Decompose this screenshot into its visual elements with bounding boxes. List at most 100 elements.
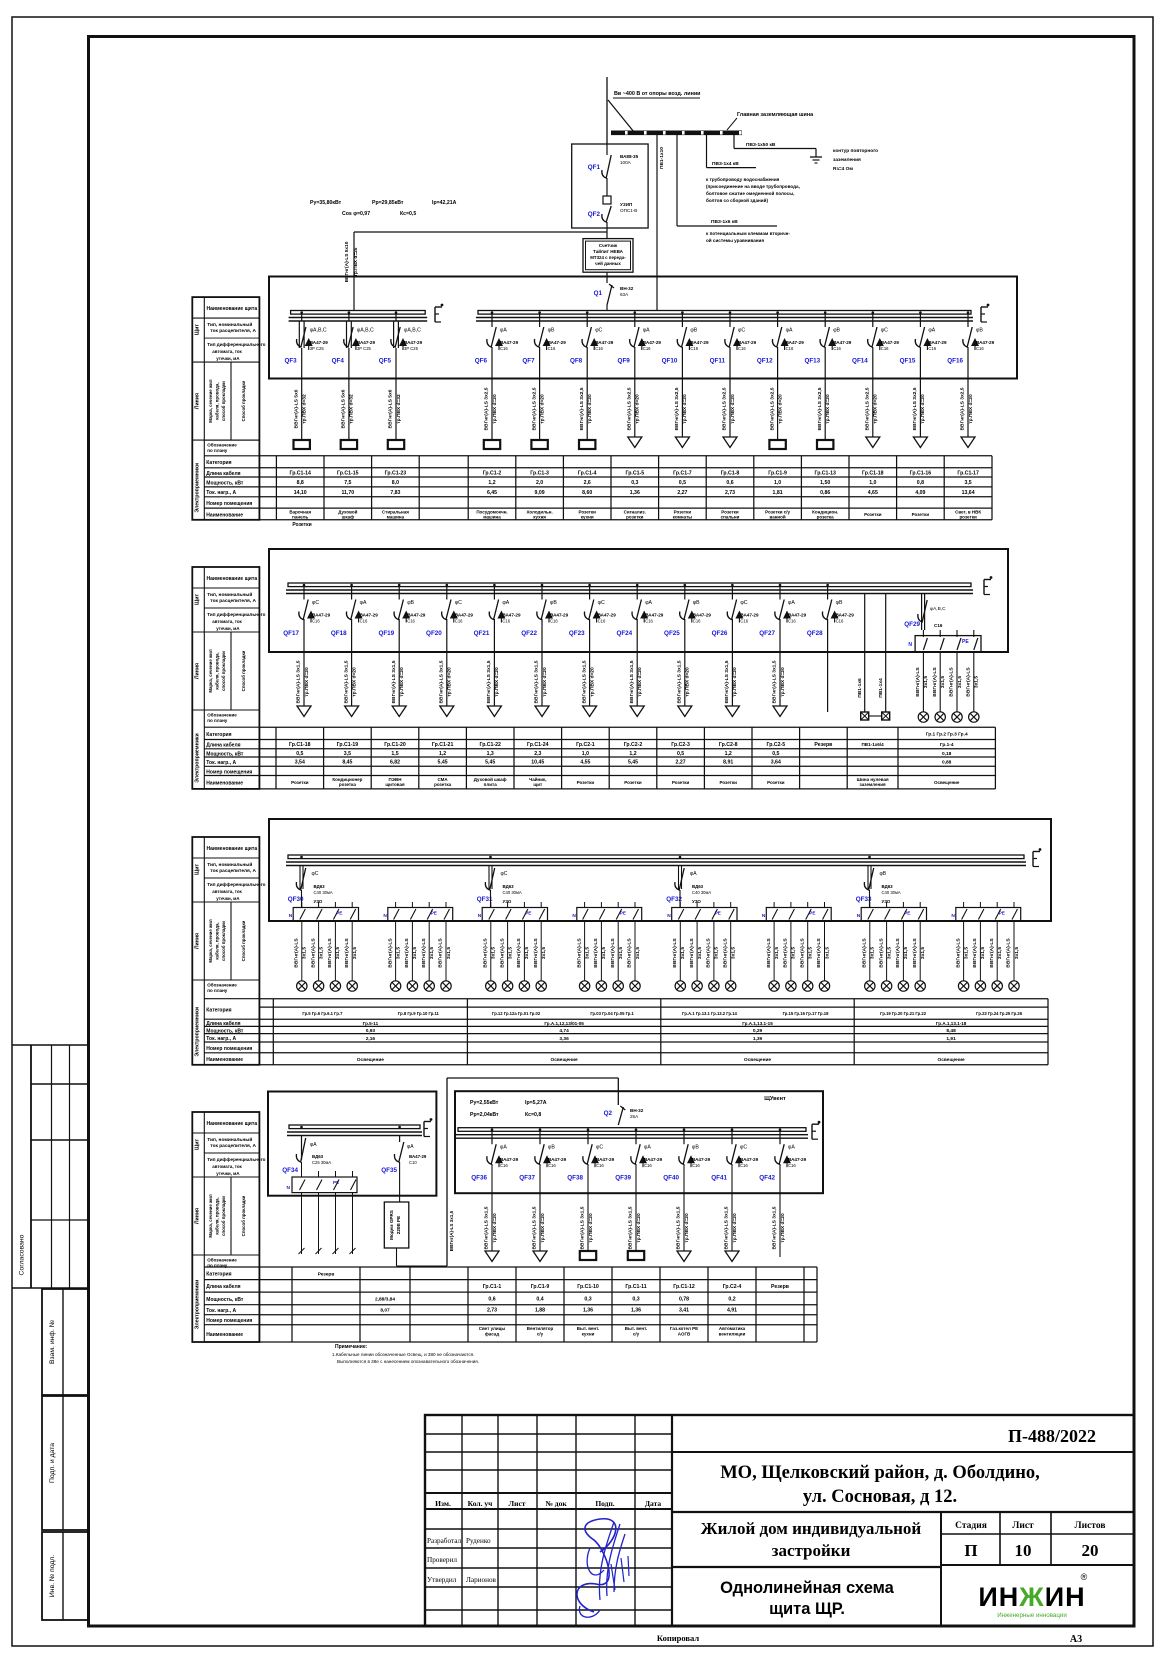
svg-text:Номер помещения: Номер помещения	[206, 1318, 252, 1324]
svg-text:Посудомоечн.: Посудомоечн.	[476, 509, 507, 514]
svg-text:Розетки: Розетки	[292, 522, 311, 528]
svg-text:с/у: с/у	[537, 1331, 544, 1336]
svg-text:ВА47-29: ВА47-29	[548, 1157, 567, 1162]
svg-text:Гр.А.1 Гр.13.1 Гр.13.2 Гр.14: Гр.А.1 Гр.13.1 Гр.13.2 Гр.14	[682, 1011, 737, 1016]
svg-text:РЕ: РЕ	[620, 911, 626, 916]
svg-text:3х1,5: 3х1,5	[491, 947, 497, 960]
svg-text:ВВГнг(А)-LS 3х2,5: ВВГнг(А)-LS 3х2,5	[722, 387, 728, 430]
svg-text:3,5: 3,5	[964, 480, 971, 486]
svg-text:φС: φС	[501, 871, 508, 877]
svg-text:QF18: QF18	[331, 630, 347, 637]
svg-text:С25 30мА: С25 30мА	[312, 1160, 331, 1165]
svg-text:тр.ПВХ d=20: тр.ПВХ d=20	[588, 1213, 594, 1243]
svg-text:болтовое сжатие омедненной пол: болтовое сжатие омедненной полосы,	[706, 190, 794, 196]
svg-text:П: П	[964, 1541, 977, 1560]
svg-text:0,5: 0,5	[679, 480, 686, 486]
svg-text:φА: φА	[645, 600, 652, 606]
svg-text:φВ: φВ	[548, 328, 555, 334]
svg-text:ПВ1-1х4: ПВ1-1х4	[878, 678, 884, 698]
svg-text:тр.ПВХ d=20: тр.ПВХ d=20	[732, 667, 738, 697]
svg-text:ВВГнг(А)-LS 3х1,5: ВВГнг(А)-LS 3х1,5	[724, 660, 730, 703]
svg-text:тр.ПВХ d=20: тр.ПВХ d=20	[968, 394, 974, 424]
svg-text:кабеля, провода,: кабеля, провода,	[215, 382, 220, 419]
svg-text:3х1,5: 3х1,5	[774, 947, 780, 960]
svg-text:щита ЩР.: щита ЩР.	[769, 1600, 845, 1618]
svg-text:φС: φС	[738, 328, 745, 334]
svg-text:QF26: QF26	[712, 630, 728, 637]
svg-text:Номер помещения: Номер помещения	[206, 501, 252, 507]
svg-text:0,3: 0,3	[584, 1296, 591, 1302]
svg-text:Категория: Категория	[206, 1272, 231, 1278]
svg-text:QF36: QF36	[471, 1175, 487, 1182]
svg-text:ВВГнг(А)-LS 3х2,5: ВВГнг(А)-LS 3х2,5	[627, 387, 633, 430]
svg-text:С40 30мА: С40 30мА	[314, 890, 333, 895]
svg-text:Стиральная: Стиральная	[382, 509, 409, 514]
svg-text:QF24: QF24	[616, 630, 632, 637]
svg-text:утечки, мА: утечки, мА	[216, 1171, 240, 1176]
svg-text:Согласовано: Согласовано	[19, 1234, 26, 1275]
svg-text:QF37: QF37	[519, 1175, 535, 1182]
svg-text:ВВГнг(А)-LS 3х1,5: ВВГнг(А)-LS 3х1,5	[629, 660, 635, 703]
svg-text:4,65: 4,65	[868, 490, 878, 496]
svg-text:3Р С25: 3Р С25	[357, 346, 372, 351]
svg-text:Cos φ=0,97: Cos φ=0,97	[342, 211, 370, 217]
svg-text:ВВГнг(А)-LS: ВВГнг(А)-LS	[895, 938, 901, 968]
svg-text:3х1,5: 3х1,5	[446, 947, 452, 960]
svg-text:φА,В,С: φА,В,С	[930, 606, 946, 612]
svg-text:ВВГнг(А)-LS 3х1,5: ВВГнг(А)-LS 3х1,5	[628, 1206, 634, 1249]
svg-text:Марка, сечение жил: Марка, сечение жил	[208, 379, 213, 423]
svg-text:Гр.С2-4: Гр.С2-4	[723, 1284, 742, 1290]
svg-text:3Р С25: 3Р С25	[404, 346, 419, 351]
svg-text:Длина кабеля: Длина кабеля	[206, 742, 240, 749]
svg-text:Электроприемники: Электроприемники	[195, 463, 201, 512]
svg-text:Гр.С1-11: Гр.С1-11	[625, 1284, 646, 1290]
svg-text:способ прокладки: способ прокладки	[221, 921, 226, 961]
svg-text:тр.ПВХ d=20: тр.ПВХ d=20	[399, 667, 405, 697]
svg-text:3х1,5: 3х1,5	[680, 947, 686, 960]
svg-text:QF23: QF23	[569, 630, 585, 637]
svg-text:ВВГнг(А)-LS: ВВГнг(А)-LS	[955, 938, 961, 968]
svg-text:2,73: 2,73	[487, 1308, 497, 1314]
svg-text:ВА47-29: ВА47-29	[500, 1157, 519, 1162]
svg-text:(присоединение на вводе трубоп: (присоединение на вводе трубопровода,	[706, 183, 800, 189]
svg-text:0,5: 0,5	[296, 751, 303, 757]
svg-text:ВВГнг(А)-LS: ВВГнг(А)-LS	[387, 938, 393, 968]
svg-text:3х1,5: 3х1,5	[957, 676, 963, 689]
svg-text:0,6: 0,6	[488, 1296, 495, 1302]
svg-text:УЗО: УЗО	[882, 899, 891, 904]
svg-text:С16: С16	[455, 619, 463, 624]
svg-text:Гр.12 Гр.12а Гр.01 Гр.02: Гр.12 Гр.12а Гр.01 Гр.02	[492, 1011, 541, 1016]
svg-text:φА: φА	[788, 1145, 795, 1151]
svg-text:Q2: Q2	[604, 1110, 613, 1117]
svg-text:φВ: φВ	[692, 1145, 699, 1151]
svg-text:φА: φА	[786, 328, 793, 334]
svg-text:Гр.С2-2: Гр.С2-2	[624, 742, 643, 748]
svg-text:кабеля, провода,: кабеля, провода,	[215, 652, 220, 689]
svg-text:Обозначение: Обозначение	[207, 442, 237, 448]
svg-text:3х1,5: 3х1,5	[903, 947, 909, 960]
svg-text:С40 30мА: С40 30мА	[503, 890, 522, 895]
svg-text:1,36: 1,36	[630, 490, 640, 496]
svg-text:Освещение: Освещение	[744, 1057, 772, 1063]
svg-text:ВВГнг(А)-LS 3х2,5: ВВГнг(А)-LS 3х2,5	[674, 387, 680, 430]
svg-text:7,83: 7,83	[390, 490, 400, 496]
svg-text:ВА47-29: ВА47-29	[357, 340, 376, 345]
svg-text:φА: φА	[643, 328, 650, 334]
svg-text:ВВГнг(А)-LS 5х6: ВВГнг(А)-LS 5х6	[293, 389, 299, 428]
svg-text:УЗИП: УЗИП	[620, 202, 632, 207]
svg-text:3х1,5: 3х1,5	[618, 947, 624, 960]
svg-text:УЗО: УЗО	[692, 899, 701, 904]
svg-text:Гр.03 Гр.04 Гр.05 Гр.1: Гр.03 Гр.04 Гр.05 Гр.1	[590, 1011, 634, 1016]
svg-text:φА: φА	[500, 328, 507, 334]
svg-text:П-488/2022: П-488/2022	[1008, 1426, 1096, 1446]
svg-text:Розетки: Розетки	[291, 780, 309, 785]
svg-text:Щит: Щит	[195, 594, 201, 605]
svg-text:Номер помещения: Номер помещения	[206, 1046, 252, 1052]
svg-text:3х1,5: 3х1,5	[352, 947, 358, 960]
svg-text:Инженерные инновации: Инженерные инновации	[997, 1612, 1067, 1619]
svg-text:8,0: 8,0	[392, 480, 399, 486]
svg-text:QF5: QF5	[379, 358, 392, 365]
svg-text:ВА47-29: ВА47-29	[928, 340, 947, 345]
svg-text:ВВГнг(А)-LS: ВВГнг(А)-LS	[327, 938, 333, 968]
svg-text:ВВГнг(А)-LS 3х1,5: ВВГнг(А)-LS 3х1,5	[391, 660, 397, 703]
